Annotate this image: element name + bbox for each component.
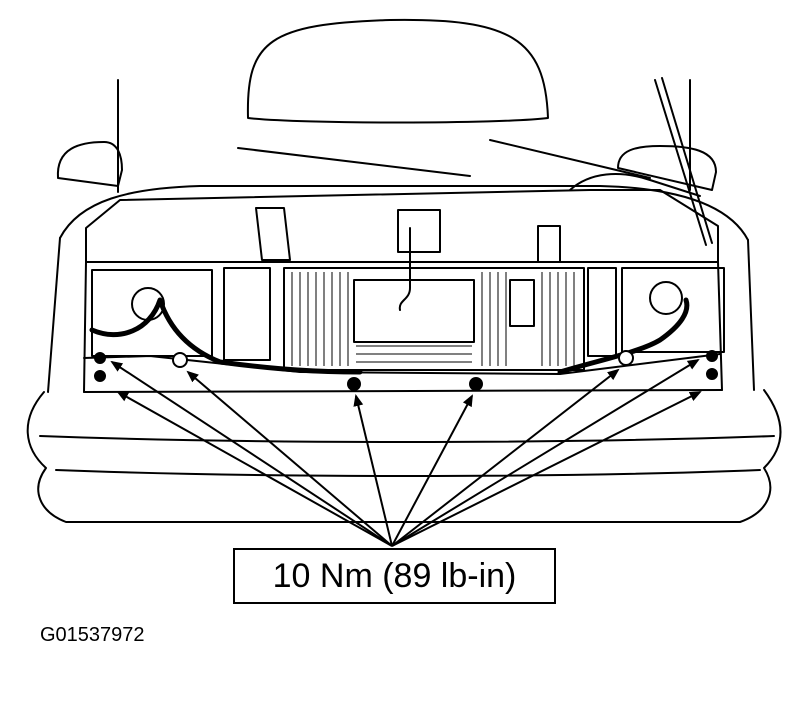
bolt-icon [619,351,633,365]
arrow-icon [392,368,620,546]
radiator-core [284,268,584,370]
arrow-icon [392,394,473,546]
bolt-icon [95,371,105,381]
arrow-icon [116,391,392,546]
radiator-fins [292,272,574,366]
right-mirror [618,146,716,190]
bolt-icon [707,351,717,361]
hood-latch [398,210,440,310]
arrow-icon [110,360,392,546]
left-mirror [58,142,122,186]
body-left-side [48,238,86,392]
arrow-icon [392,391,702,546]
callout-arrows [110,358,702,546]
bolt-icon [95,353,105,363]
right-headlamp-socket [650,282,682,314]
torque-spec-label: 10 Nm (89 lb-in) [233,548,556,604]
figure-id: G01537972 [40,624,145,646]
hood-prop-rod [655,80,706,245]
bolt-icon [707,369,717,379]
wiring-harness [92,300,360,372]
bolt-group [95,351,717,390]
body-right-side [718,240,754,390]
arrow-icon [392,358,700,546]
bolt-icon [173,353,187,367]
bolt-icon [348,378,360,390]
body-top-line [60,186,748,240]
bolt-icon [470,378,482,390]
right-headlamp-opening [622,268,724,352]
wipers [238,140,650,178]
radiator-support-upper [86,190,718,262]
hood-outline [248,20,548,123]
arrow-icon [186,370,392,546]
bumper [28,390,781,522]
arrow-icon [353,394,392,546]
